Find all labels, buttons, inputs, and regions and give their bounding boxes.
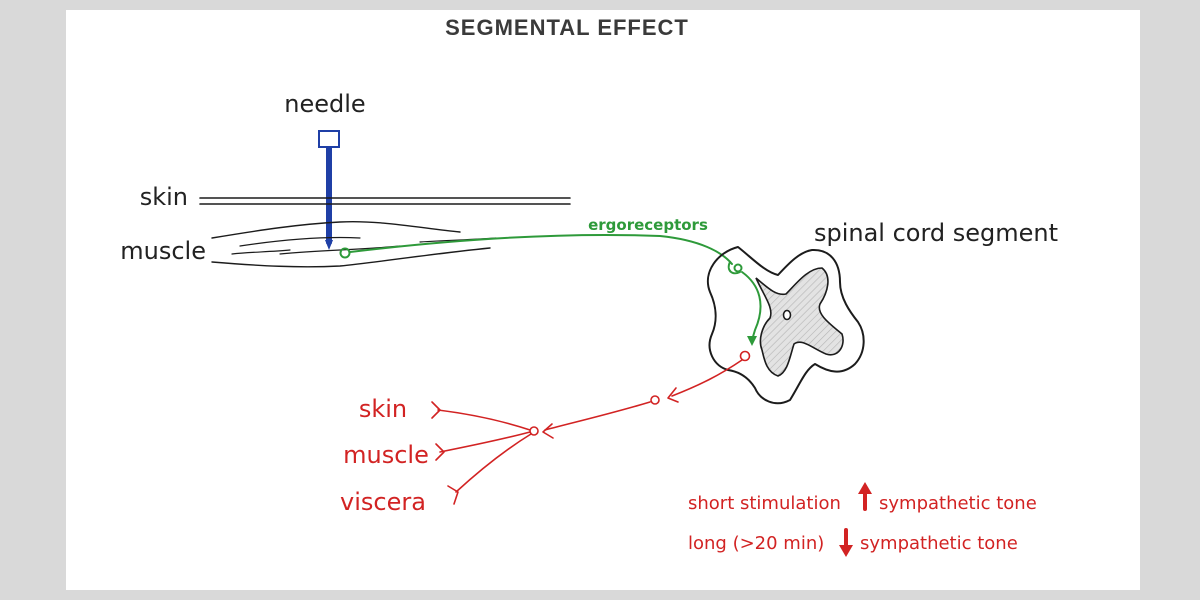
afferent-arrowhead bbox=[747, 336, 757, 346]
red-viscera-label: viscera bbox=[340, 488, 426, 516]
note-short-suffix: sympathetic tone bbox=[879, 493, 1037, 514]
branch-viscera bbox=[455, 433, 532, 493]
needle bbox=[318, 130, 340, 250]
preganglionic-fiber-a bbox=[671, 359, 743, 397]
afferent-loop bbox=[727, 261, 741, 275]
needle-shaft bbox=[326, 146, 332, 244]
postganglionic-fiber bbox=[544, 401, 651, 431]
skin-label: skin bbox=[140, 183, 188, 211]
diagram-card bbox=[66, 10, 1140, 590]
needle-label: needle bbox=[284, 90, 365, 118]
sympathetic-pathway bbox=[431, 350, 751, 505]
needle-tip bbox=[325, 240, 333, 250]
branch-skin bbox=[437, 409, 531, 431]
ganglion-neuron bbox=[650, 395, 660, 405]
spinal-cord-outline bbox=[707, 246, 865, 405]
red-skin-label: skin bbox=[359, 395, 407, 423]
branch-neuron bbox=[529, 426, 539, 436]
muscle-label: muscle bbox=[120, 237, 206, 265]
afferent-fiber bbox=[349, 233, 733, 265]
ending-skin bbox=[431, 401, 441, 419]
note-long-suffix: sympathetic tone bbox=[860, 533, 1018, 554]
note-long: long (>20 min) sympathetic tone bbox=[688, 528, 1018, 557]
needle-head bbox=[318, 130, 340, 148]
note-long-prefix: long (>20 min) bbox=[688, 533, 824, 554]
skin-layer bbox=[199, 197, 571, 205]
note-short-prefix: short stimulation bbox=[688, 493, 841, 514]
synapse-marker-2 bbox=[542, 423, 554, 439]
spinal-cord-segment-label: spinal cord segment bbox=[814, 219, 1058, 247]
arrow-down-icon bbox=[839, 528, 853, 557]
red-muscle-label: muscle bbox=[343, 441, 429, 469]
afferent-into-cord bbox=[741, 271, 762, 341]
grey-matter bbox=[755, 267, 844, 377]
arrow-up-icon bbox=[858, 482, 872, 511]
branch-muscle bbox=[439, 431, 531, 453]
muscle-tissue bbox=[211, 221, 497, 268]
central-canal bbox=[782, 309, 792, 321]
preganglionic-neuron bbox=[739, 350, 751, 362]
ending-viscera bbox=[447, 485, 459, 505]
diagram-title: SEGMENTAL EFFECT bbox=[445, 15, 689, 40]
ending-muscle bbox=[435, 443, 445, 461]
ergoreceptor bbox=[339, 247, 351, 259]
synapse-marker-1 bbox=[667, 387, 679, 403]
ergoreceptors-label: ergoreceptors bbox=[588, 216, 708, 234]
note-short: short stimulation sympathetic tone bbox=[688, 482, 1037, 514]
spinal-cord-segment bbox=[707, 246, 865, 405]
ergoreceptor-pathway bbox=[339, 233, 762, 346]
